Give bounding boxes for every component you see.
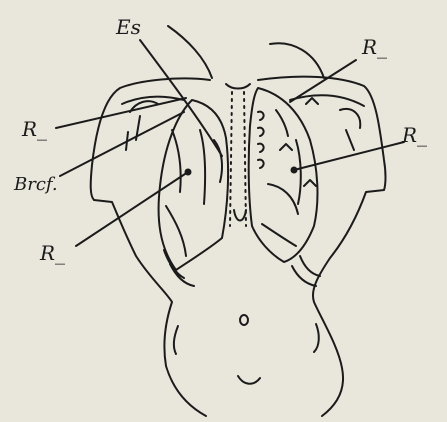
label-r-lower-left: R_ [39,241,65,265]
leader-bref [60,112,184,176]
lung-caret-marks [280,98,318,186]
sternal-notch [226,84,250,89]
clavicle-right [290,95,364,106]
vertebral-scallops [258,112,264,168]
right-rib-lines [262,110,301,246]
shoulder-detail-right [340,109,360,150]
neck-left-line [168,26,212,78]
body-outline-right [258,77,386,416]
leader-r-lower-left [76,172,188,246]
label-bref: Brcf. [13,174,58,195]
lower-abdomen-curve [238,376,260,384]
right-lung-outline [249,88,318,262]
label-es: Es [115,15,141,39]
leader-r-right [294,142,404,170]
label-r-upper-left: R_ [21,117,47,141]
sternum-dotted [230,92,246,226]
label-r-right: R_ [401,123,427,147]
xiphoid [234,210,246,221]
leader-es [140,40,222,156]
left-rib-lines [166,130,222,256]
leader-r-upper-left [56,98,186,128]
marker-dot-left [185,169,192,176]
left-flank-mark [174,326,178,354]
neck-right-line [270,43,324,78]
marker-dot-right [291,167,298,174]
label-r-upper-right: R_ [361,35,387,59]
navel [240,315,248,325]
right-flank-mark [314,324,319,352]
